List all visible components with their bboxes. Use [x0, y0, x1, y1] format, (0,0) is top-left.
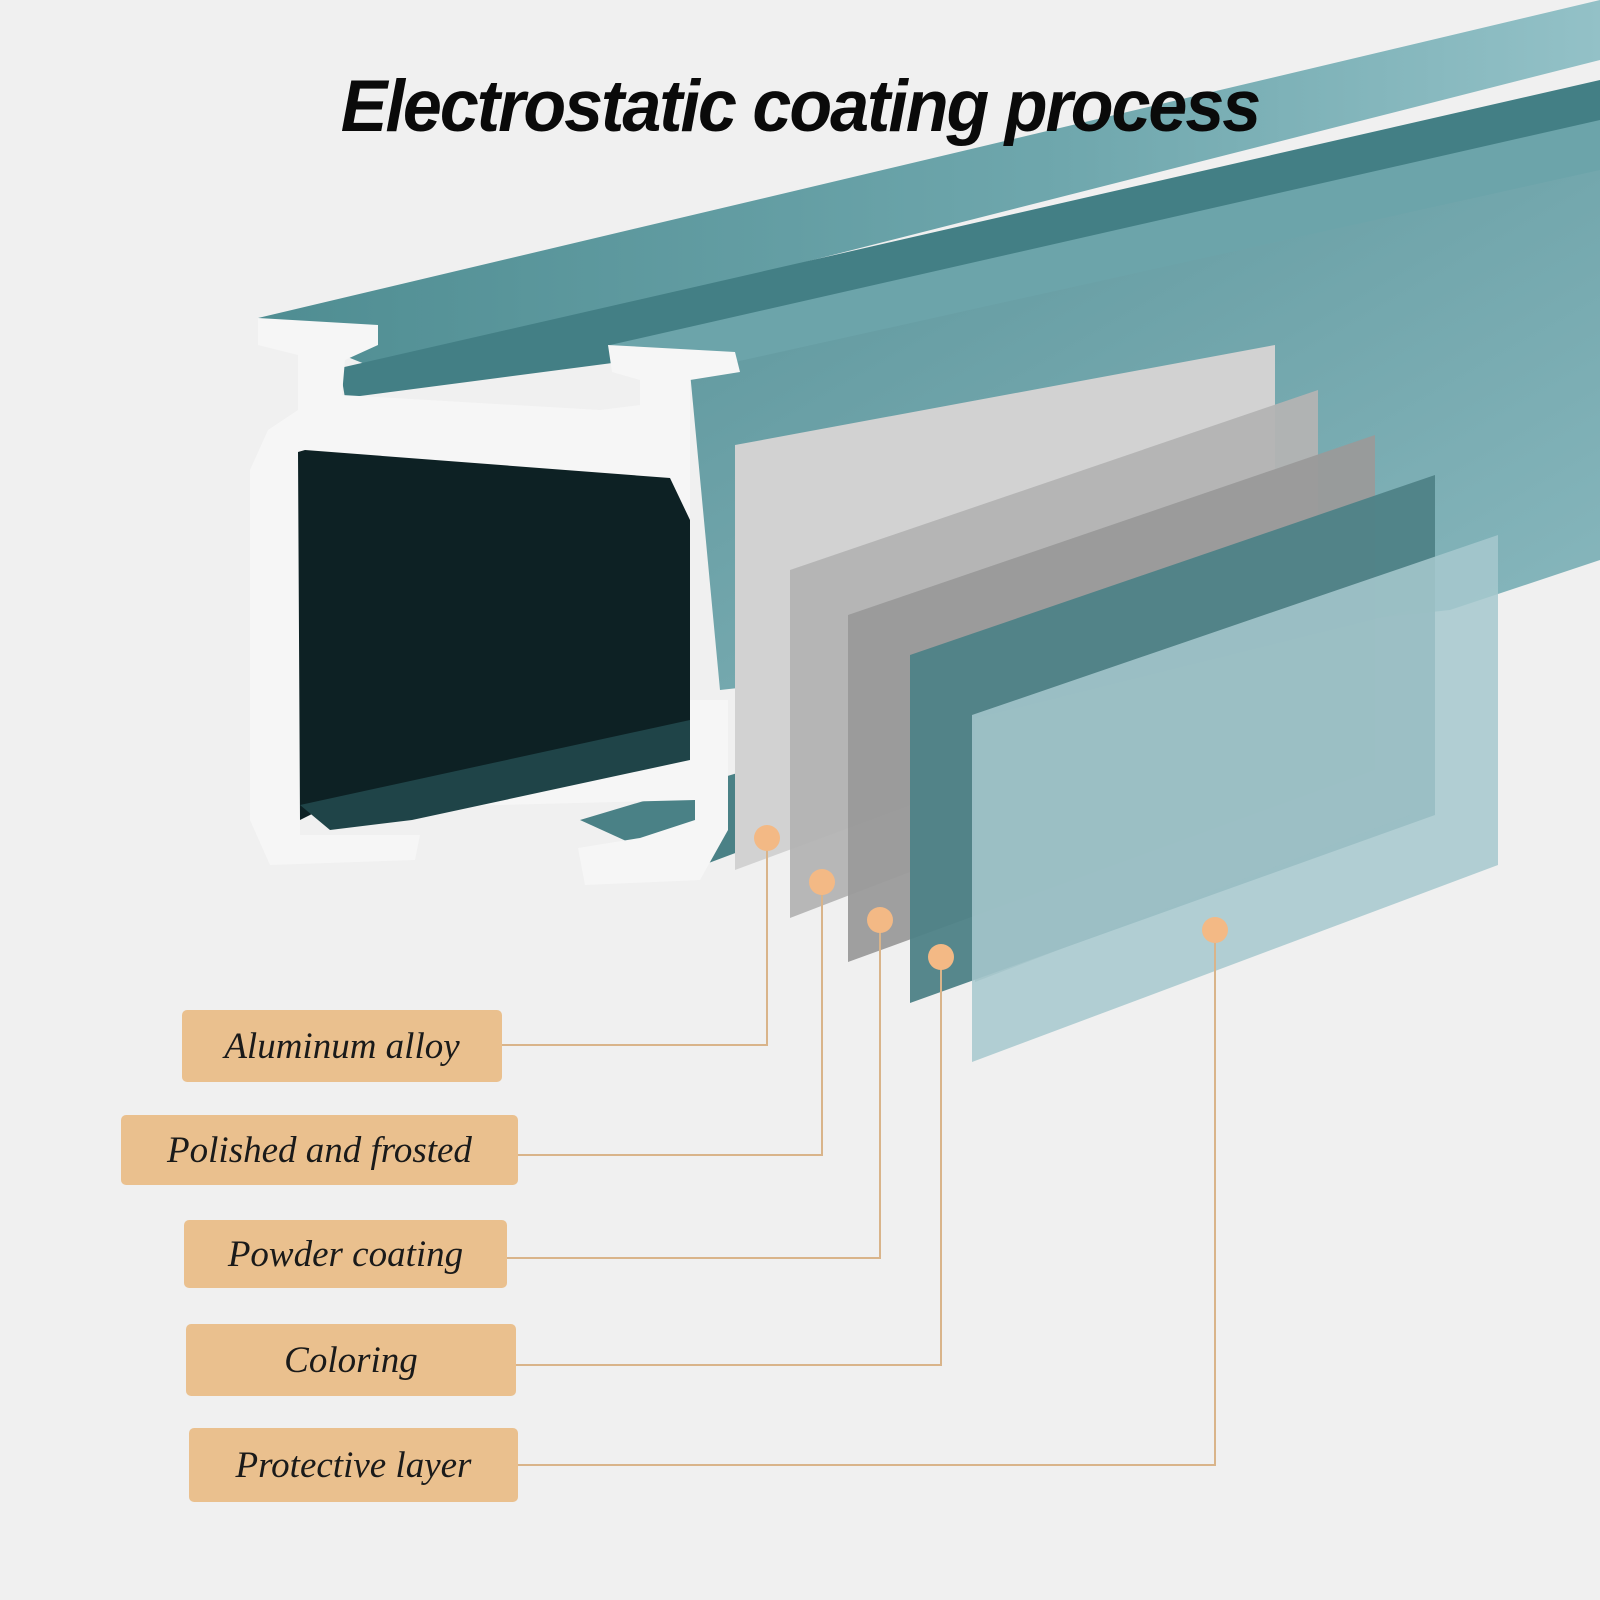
leader-coloring [516, 957, 942, 1366]
marker-aluminum-alloy [754, 825, 780, 851]
marker-polished-frosted [809, 869, 835, 895]
label-aluminum-alloy: Aluminum alloy [182, 1010, 502, 1082]
leader-powder-coating [507, 920, 881, 1259]
diagram-title: Electrostatic coating process [340, 65, 1261, 147]
leader-aluminum-alloy [502, 842, 768, 1046]
marker-protective-layer [1202, 917, 1228, 943]
marker-coloring [928, 944, 954, 970]
rail-groove [340, 80, 1600, 398]
rail-top-flange [258, 0, 1600, 370]
label-protective-layer: Protective layer [189, 1428, 518, 1502]
layer-sheets [735, 345, 1498, 1062]
leader-protective-layer [518, 930, 1216, 1466]
sheet-protective-inner [975, 610, 1410, 982]
label-polished-frosted: Polished and frosted [121, 1115, 518, 1185]
profile-cavity [298, 450, 690, 820]
leader-lines [502, 842, 1216, 1466]
rail-cross-section [250, 318, 740, 885]
leader-polished-frosted [518, 883, 823, 1156]
marker-powder-coating [867, 907, 893, 933]
rail-second-flange [610, 120, 1600, 372]
profile-inner-floor [300, 720, 690, 830]
label-powder-coating: Powder coating [184, 1220, 507, 1288]
label-coloring: Coloring [186, 1324, 516, 1396]
marker-dots [754, 825, 1228, 970]
